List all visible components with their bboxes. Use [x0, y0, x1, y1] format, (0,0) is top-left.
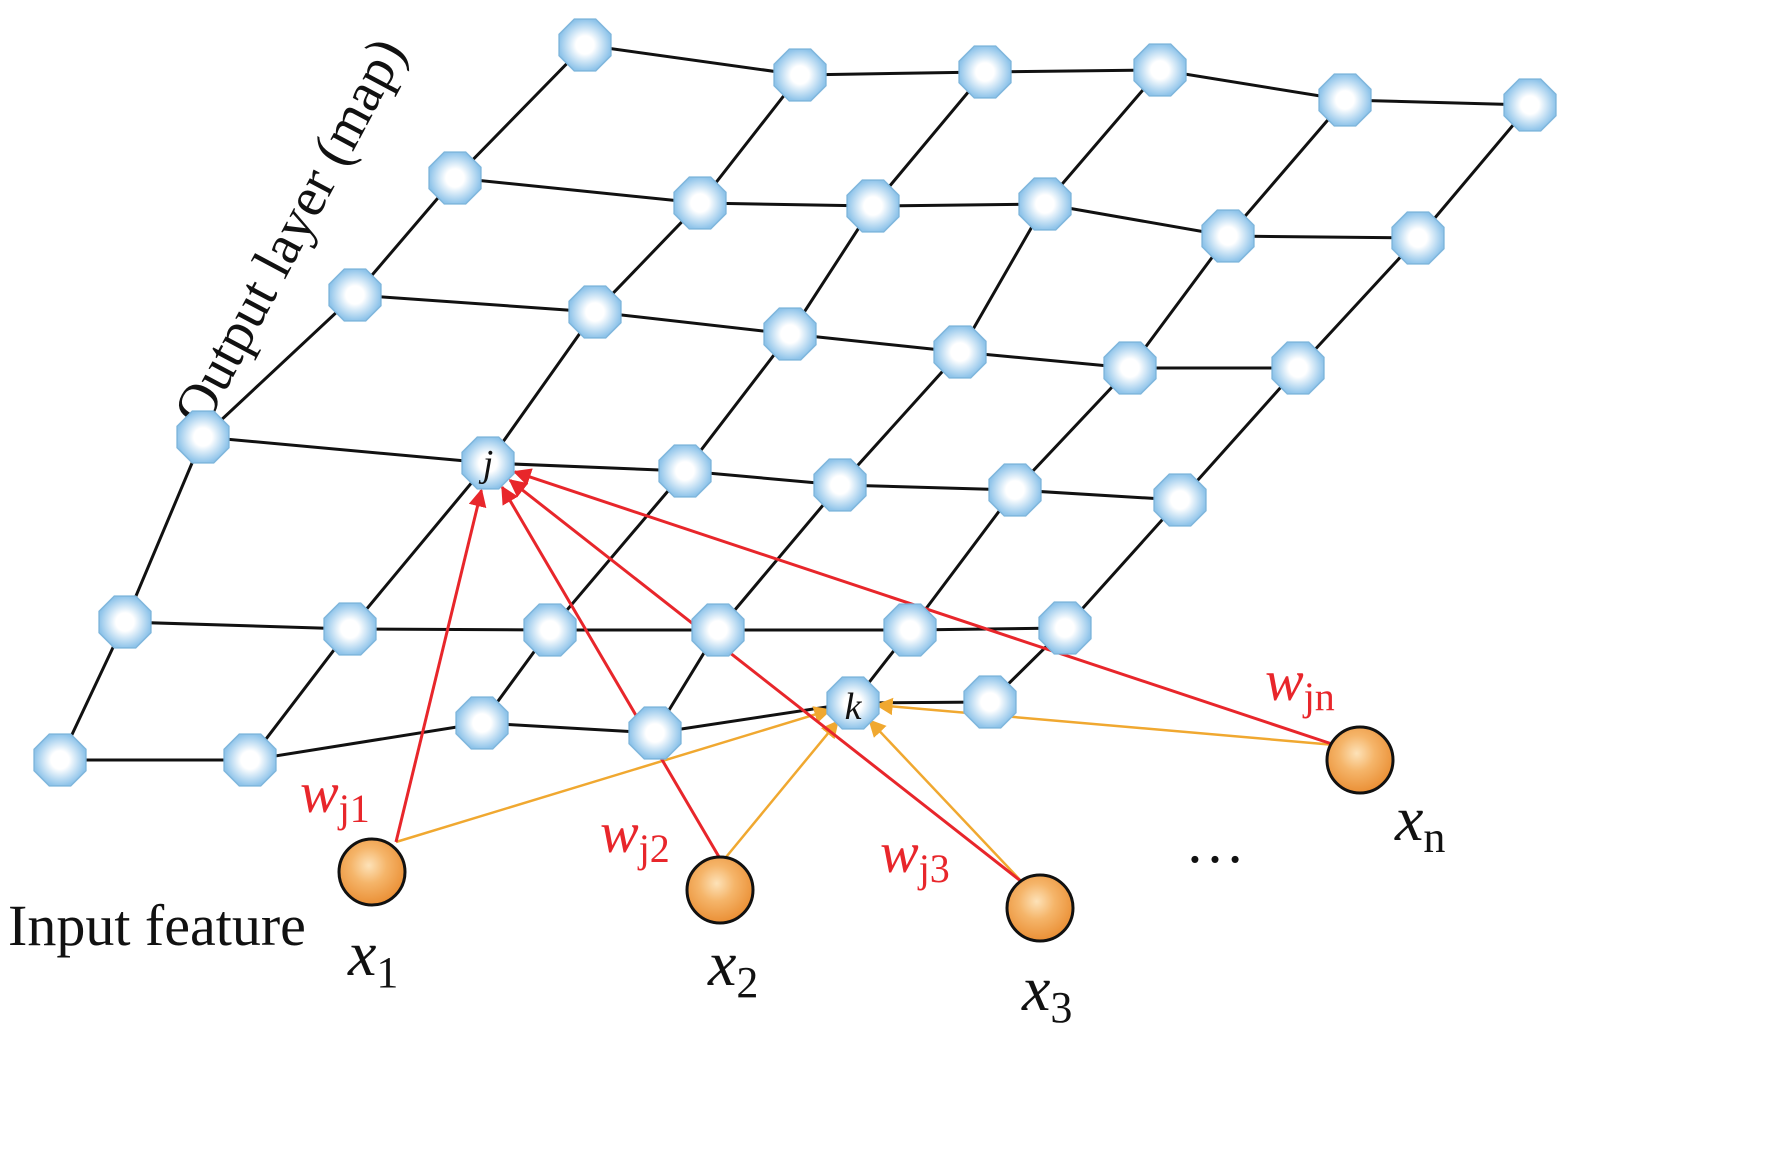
map-node-r4-c5 [988, 463, 1042, 517]
map-node-r4-c4 [813, 458, 867, 512]
map-node-r3-c5 [1103, 341, 1157, 395]
map-node-r1-c6 [1503, 78, 1557, 132]
map-node-r2-c6 [1391, 211, 1445, 265]
grid-row-line-4 [202, 435, 1181, 502]
weight-wj2-label: wj2 [600, 800, 670, 871]
input-xn-label: xn [1394, 783, 1445, 862]
map-nodes [33, 18, 1557, 787]
map-node-r1-c1 [558, 18, 612, 72]
input-x1-label: x1 [347, 918, 398, 997]
k-arrow-4 [875, 697, 1336, 747]
map-node-r5-c3 [523, 603, 577, 657]
map-node-r1-c4 [1133, 43, 1187, 97]
map-node-r6-c6 [963, 675, 1017, 729]
weight-wjn-label: wjn [1265, 648, 1335, 719]
weight-arrow-3 [508, 479, 1023, 884]
weight-wjn-var: w [1265, 648, 1304, 713]
weight-wj3-sub: j3 [917, 846, 950, 891]
input-x2-var: x [707, 928, 736, 999]
map-node-r3-c6 [1271, 341, 1325, 395]
map-node-r5-c1 [98, 595, 152, 649]
map-node-r1-c5 [1318, 73, 1372, 127]
map-node-r4-c3 [658, 444, 712, 498]
input-xn-var: x [1394, 783, 1423, 854]
grid-row-line-1 [584, 43, 1531, 107]
weight-wj1-sub: j1 [337, 786, 370, 831]
map-node-r5-c2 [323, 602, 377, 656]
output-layer-title: Output layer (map) [162, 28, 418, 436]
input-node-x1 [337, 837, 407, 907]
map-node-r6-c5 [826, 676, 880, 730]
grid-row-line-3 [354, 293, 1298, 370]
map-grid-lines [58, 43, 1532, 762]
input-nodes [337, 725, 1395, 943]
ellipsis: … [1185, 809, 1245, 875]
weight-wj2-var: w [600, 800, 639, 865]
map-node-r6-c4 [628, 706, 682, 760]
map-node-r3-c4 [933, 325, 987, 379]
input-x1-var: x [347, 918, 376, 989]
map-node-r6-c2 [223, 733, 277, 787]
map-node-r2-c2 [673, 176, 727, 230]
node-k-label: k [845, 686, 863, 728]
weight-arrow-1 [394, 488, 487, 843]
map-node-r2-c3 [846, 179, 900, 233]
map-node-r5-c4 [691, 603, 745, 657]
input-node-xn [1325, 725, 1395, 795]
map-node-r2-c5 [1201, 209, 1255, 263]
input-node-x3 [1005, 873, 1075, 943]
weight-arrow-2 [500, 485, 724, 863]
map-node-r6-c3 [455, 696, 509, 750]
weight-wj3-var: w [880, 820, 919, 885]
weight-wj2-sub: j2 [637, 826, 670, 871]
input-x2-sub: 2 [736, 958, 758, 1007]
input-xn-sub: n [1423, 813, 1445, 862]
map-node-r3-c2 [568, 285, 622, 339]
map-node-r4-c1 [176, 410, 230, 464]
map-node-r5-c5 [883, 603, 937, 657]
k-arrow-2 [721, 720, 839, 863]
map-node-r4-c6 [1153, 473, 1207, 527]
map-node-r2-c1 [428, 151, 482, 205]
weight-wj3-label: wj3 [880, 820, 950, 891]
map-node-r2-c4 [1018, 177, 1072, 231]
map-node-r5-c6 [1038, 601, 1092, 655]
map-node-r1-c3 [958, 45, 1012, 99]
input-x3-var: x [1021, 953, 1050, 1024]
map-node-r1-c2 [773, 48, 827, 102]
map-node-r3-c3 [763, 307, 817, 361]
map-node-r4-c2 [461, 436, 515, 490]
weight-wj1-var: w [300, 760, 339, 825]
input-x3-label: x3 [1021, 953, 1072, 1032]
map-node-r6-c1 [33, 733, 87, 787]
k-arrow-3 [868, 719, 1023, 883]
weight-wj1-label: wj1 [300, 760, 370, 831]
input-feature-label: Input feature [8, 893, 306, 958]
k-arrow-1 [395, 706, 832, 844]
grid-column-line-2 [248, 74, 802, 761]
map-node-r3-c1 [328, 268, 382, 322]
input-x1-sub: 1 [376, 948, 398, 997]
input-x3-sub: 3 [1050, 983, 1072, 1032]
input-x2-label: x2 [707, 928, 758, 1007]
input-node-x2 [685, 855, 755, 925]
grid-row-line-2 [454, 176, 1419, 240]
weight-wjn-sub: jn [1302, 674, 1335, 719]
